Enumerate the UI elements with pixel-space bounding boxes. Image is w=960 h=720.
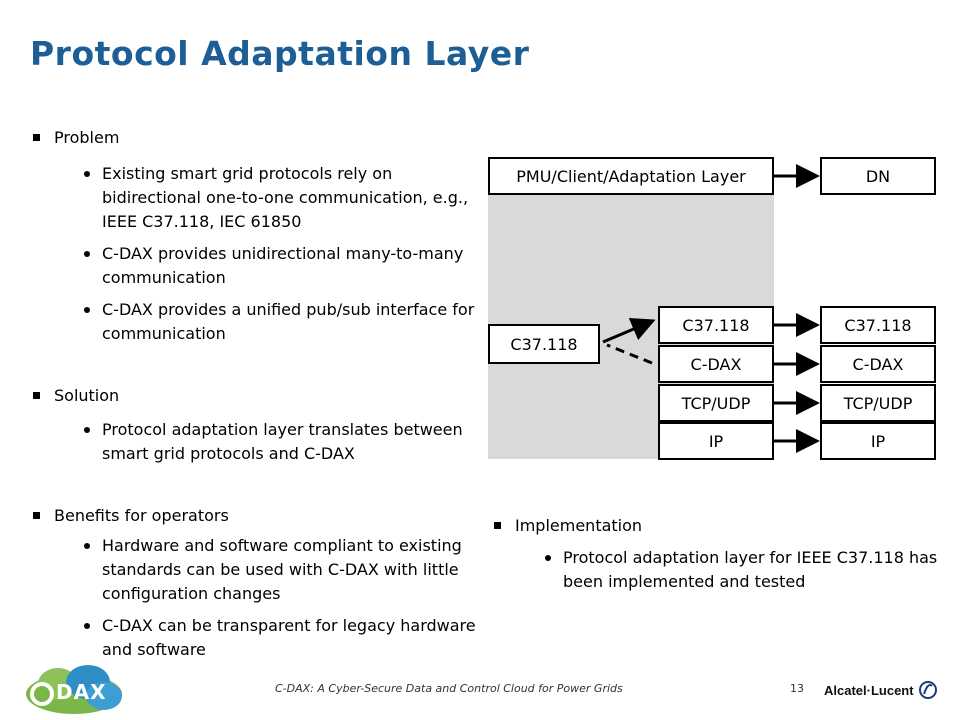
bullet-heading: Implementation	[515, 516, 643, 535]
dot-bullet-icon	[84, 543, 90, 549]
stack-left-tcpudp: TCP/UDP	[658, 384, 774, 422]
bullet-item: C-DAX provides a unified pub/sub interfa…	[84, 298, 477, 346]
dot-bullet-icon	[84, 623, 90, 629]
stack-right-cdax: C-DAX	[820, 345, 936, 383]
bullet-heading: Solution	[54, 386, 120, 405]
bullet-benefits: Benefits for operators	[33, 504, 229, 528]
pmu-layer-box: PMU/Client/Adaptation Layer	[488, 157, 774, 195]
dot-bullet-icon	[84, 427, 90, 433]
bullet-solution: Solution	[33, 384, 120, 408]
page-number: 13	[790, 682, 804, 695]
cdax-logo-icon	[26, 665, 122, 714]
brand-text: Alcatel·Lucent	[824, 682, 914, 698]
bullet-item: Protocol adaptation layer for IEEE C37.1…	[545, 546, 943, 594]
bullet-item: Protocol adaptation layer translates bet…	[84, 418, 477, 466]
slide-title: Protocol Adaptation Layer	[30, 34, 530, 73]
bullet-heading: Benefits for operators	[54, 506, 229, 525]
arrow-c37-to-stack	[602, 318, 656, 344]
stack-left-ip: IP	[658, 422, 774, 460]
bullet-item: Existing smart grid protocols rely on bi…	[84, 162, 477, 234]
square-bullet-icon	[494, 522, 501, 529]
dot-bullet-icon	[545, 555, 551, 561]
dot-bullet-icon	[84, 251, 90, 257]
square-bullet-icon	[33, 392, 40, 399]
alcatel-swirl-icon	[918, 681, 937, 699]
bullet-item: Hardware and software compliant to exist…	[84, 534, 477, 606]
dashed-arrow-stack-to-c37	[606, 343, 653, 365]
logo-text: DAX	[56, 680, 107, 704]
dot-bullet-icon	[84, 307, 90, 313]
square-bullet-icon	[33, 134, 40, 141]
stack-right-tcpudp: TCP/UDP	[820, 384, 936, 422]
dn-box: DN	[820, 157, 936, 195]
bullet-item: C-DAX can be transparent for legacy hard…	[84, 614, 477, 662]
square-bullet-icon	[33, 512, 40, 519]
stack-right-ip: IP	[820, 422, 936, 460]
c37-left-box: C37.118	[488, 324, 600, 364]
stack-right-c37: C37.118	[820, 306, 936, 344]
bullet-item: C-DAX provides unidirectional many-to-ma…	[84, 242, 477, 290]
bullet-heading: Problem	[54, 128, 120, 147]
stack-left-cdax: C-DAX	[658, 345, 774, 383]
alcatel-lucent-logo: Alcatel·Lucent	[824, 680, 938, 700]
bullet-implementation: Implementation	[494, 514, 643, 538]
dot-bullet-icon	[84, 171, 90, 177]
bullet-problem: Problem	[33, 126, 120, 150]
stack-left-c37: C37.118	[658, 306, 774, 344]
footer-text: C-DAX: A Cyber-Secure Data and Control C…	[275, 682, 623, 695]
